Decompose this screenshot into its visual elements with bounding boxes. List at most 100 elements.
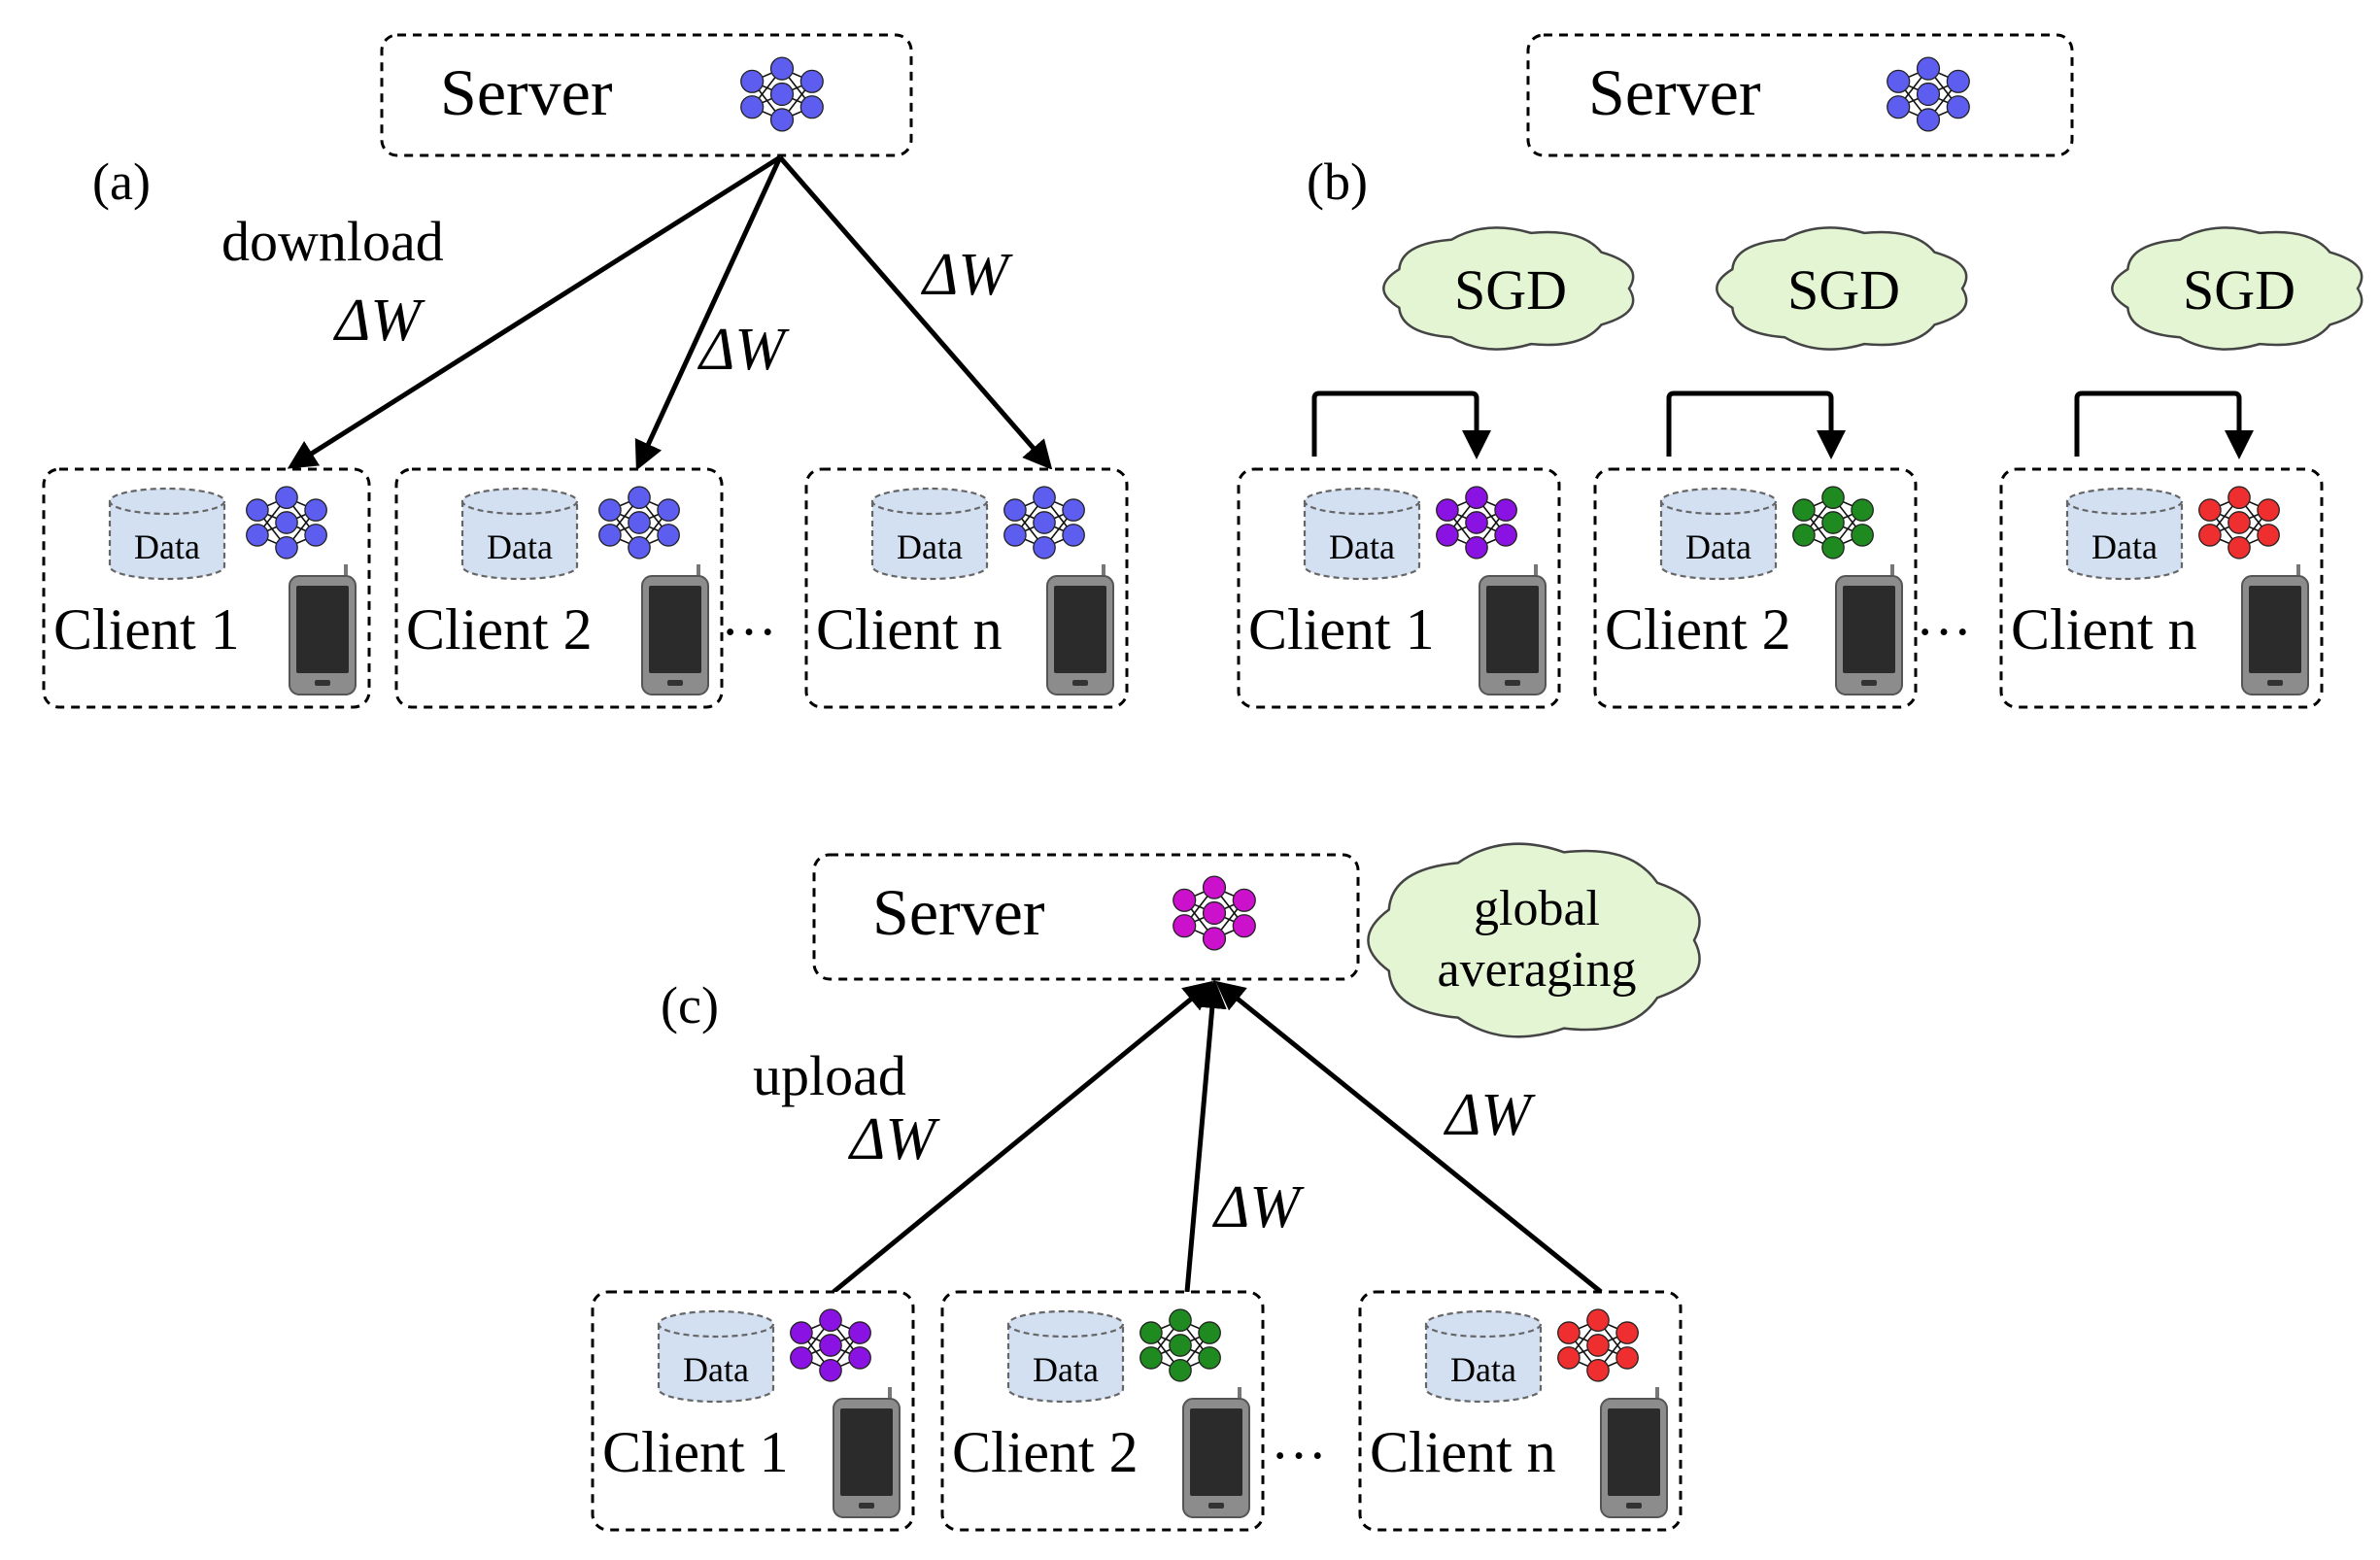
data-label: Data: [1685, 527, 1751, 566]
nn-nodes: [1173, 875, 1256, 951]
database-icon: [1006, 1309, 1125, 1404]
neural-network-icon: [1436, 486, 1517, 560]
nn-node: [1615, 1321, 1639, 1344]
database-body: [1006, 1324, 1125, 1404]
nn-node: [819, 1334, 842, 1357]
data-label: Data: [1329, 527, 1395, 566]
nn-node: [769, 108, 795, 132]
panel-label: (b): [1307, 153, 1368, 211]
database-top: [1424, 1309, 1543, 1339]
cloud-label-sgd: SGD: [1787, 258, 1900, 322]
nn-node: [1615, 1346, 1639, 1370]
nn-node: [1139, 1346, 1163, 1370]
nn-node: [1946, 95, 1970, 119]
nn-nodes: [1792, 486, 1874, 560]
database-top: [870, 487, 989, 516]
nn-node: [2198, 524, 2222, 547]
database-icon: [108, 487, 226, 581]
client-name: Client 2: [952, 1420, 1139, 1484]
nn-nodes: [740, 56, 824, 132]
nn-nodes: [1139, 1308, 1221, 1382]
phone-button: [1626, 1503, 1642, 1509]
neural-network-icon: [1557, 1308, 1639, 1382]
nn-node: [1465, 535, 1488, 560]
nn-node: [1436, 498, 1459, 522]
nn-node: [1202, 900, 1227, 926]
annotation-delta-w: ΔW: [1211, 1174, 1305, 1240]
data-label: Data: [1450, 1350, 1516, 1389]
nn-node: [1003, 498, 1027, 522]
phone-icon: [1835, 564, 1903, 695]
nn-node: [1916, 82, 1941, 107]
nn-node: [769, 82, 795, 107]
nn-nodes: [598, 486, 680, 560]
nn-node: [1586, 1358, 1610, 1382]
database-icon: [657, 1309, 775, 1404]
database-icon: [460, 487, 579, 581]
cloud-label-sgd: SGD: [1454, 258, 1567, 322]
nn-node: [848, 1321, 871, 1344]
nn-node: [1198, 1321, 1221, 1344]
server-box: Server: [380, 33, 913, 157]
nn-node: [819, 1358, 842, 1382]
nn-node: [246, 498, 269, 522]
nn-node: [1062, 498, 1085, 522]
phone-button: [1208, 1503, 1224, 1509]
nn-node: [769, 56, 795, 81]
nn-node: [1494, 498, 1517, 522]
nn-node: [1494, 524, 1517, 547]
panel-c: (c) Server global averaging upload ΔW ΔW…: [591, 842, 1701, 1532]
neural-network-icon: [1139, 1308, 1221, 1382]
database-body: [1424, 1324, 1543, 1404]
nn-node: [1821, 511, 1845, 534]
phone-icon: [1182, 1387, 1250, 1518]
arrow-icon: [832, 980, 1213, 1294]
cloud-shape: [2111, 226, 2363, 351]
nn-node: [1198, 1346, 1221, 1370]
cloud-label-line1: global: [1474, 881, 1600, 936]
phone-screen: [649, 586, 701, 673]
nn-node: [598, 498, 622, 522]
neural-network-icon: [790, 1308, 871, 1382]
phone-icon: [1600, 1387, 1668, 1518]
nn-node: [628, 511, 651, 534]
database-top: [460, 487, 579, 516]
local-training-arrows: [1311, 390, 2254, 459]
phone-screen: [1054, 586, 1106, 673]
panel-a: (a) Server download ΔW ΔW ΔW DataClient …: [42, 33, 1129, 709]
nn-node: [657, 498, 680, 522]
phone-screen: [296, 586, 349, 673]
nn-node: [848, 1346, 871, 1370]
phone-button: [1072, 680, 1088, 686]
client-name: Client n: [1370, 1420, 1556, 1484]
nn-node: [1169, 1334, 1192, 1357]
nn-node: [1887, 69, 1911, 93]
nn-node: [1916, 108, 1941, 132]
phone-icon: [289, 564, 357, 695]
nn-node: [1792, 498, 1816, 522]
nn-node: [275, 511, 298, 534]
nn-node: [2227, 535, 2251, 560]
client-name: Client 1: [53, 597, 240, 661]
cloud-shape: [1367, 842, 1701, 1038]
nn-nodes: [246, 486, 327, 560]
nn-node: [1792, 524, 1816, 547]
phone-icon: [1479, 564, 1547, 695]
nn-node: [819, 1308, 842, 1333]
phone-button: [315, 680, 330, 686]
nn-node: [1887, 95, 1911, 119]
phone-button: [859, 1503, 874, 1509]
database-top: [2065, 487, 2184, 516]
database-top: [657, 1309, 775, 1339]
nn-nodes: [790, 1308, 871, 1382]
nn-node: [1173, 914, 1197, 938]
upload-arrows: [832, 979, 1603, 1294]
nn-node: [1465, 486, 1488, 510]
nn-node: [2227, 511, 2251, 534]
